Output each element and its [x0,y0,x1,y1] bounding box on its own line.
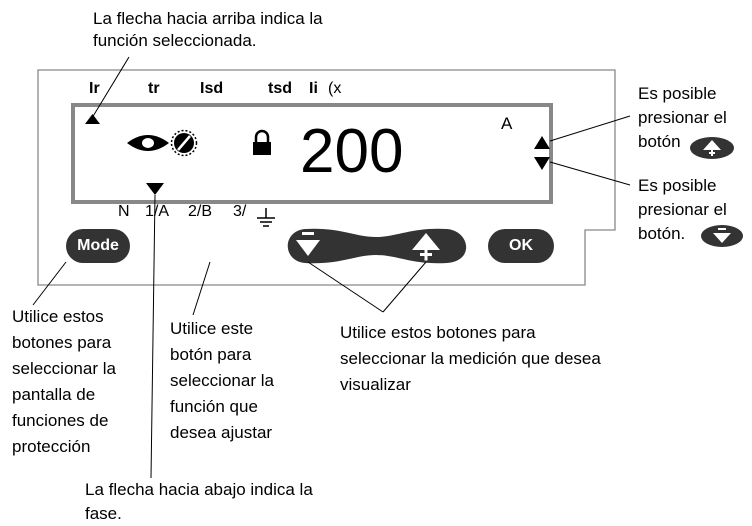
right-up-note: Es posible presionar el botón [638,82,727,154]
mode-button-note: Utilice estos botones para seleccionar l… [12,304,116,460]
note-line: seleccionar la [170,371,274,390]
right-arrow-icon [195,235,216,257]
phase-label-2b: 2/B [188,203,213,220]
note-line: seleccionar la [12,359,116,378]
phase-label-n: N [118,203,130,220]
display-up-triangle [534,136,550,149]
mode-button-label: Mode [77,237,119,254]
eye-icon [127,135,169,151]
note-line: botón. [638,224,686,243]
note-line: seleccionar la medición que desea [340,349,601,368]
note-line: botones para [12,333,112,352]
note-line: Utilice estos [12,307,104,326]
function-label-ii: Ii [309,80,318,97]
up-arrow-indicator [85,114,100,124]
updown-buttons-note: Utilice estos botones para seleccionar l… [340,320,601,398]
phase-label-1a: 1/A [145,203,170,220]
note-line: pantalla de [12,385,96,404]
down-minus-icon [296,232,320,256]
top-arrow-note: La flecha hacia arriba indica la función… [93,8,323,52]
dial-icon [170,129,198,157]
note-line: La flecha hacia abajo indica la [85,480,313,499]
display-down-triangle [534,157,550,170]
ok-button-label: OK [509,237,533,254]
function-label-ir: Ir [89,80,100,97]
phase-label-3: 3/ [233,203,247,220]
ground-icon [257,208,275,227]
mode-button[interactable]: Mode [66,229,130,263]
note-line: función que [170,397,258,416]
note-line: botón [638,132,681,151]
note-line: Utilice estos botones para [340,323,536,342]
note-line: presionar el [638,108,727,127]
display-unit: A [501,114,513,133]
note-line: La flecha hacia arriba indica la [93,9,323,28]
note-line: fase. [85,504,122,523]
note-line: Es posible [638,84,717,103]
note-line: presionar el [638,200,727,219]
display-frame [71,103,553,204]
note-line: protección [12,437,91,456]
note-line: función seleccionada. [93,31,257,50]
note-line: visualizar [340,375,411,394]
up-plus-icon [412,233,440,261]
ok-button[interactable]: OK [488,229,554,263]
next-button-note: Utilice este botón para seleccionar la f… [170,316,274,446]
updown-buttons[interactable] [287,229,465,263]
next-button[interactable] [170,229,242,263]
down-arrow-indicator [146,183,164,195]
display-reading: 200 [300,117,404,186]
inline-down-button-icon [701,225,743,247]
right-down-note: Es posible presionar el botón. [638,174,727,246]
function-label-isd: Isd [200,80,224,97]
inline-up-button-icon [690,137,734,159]
note-line: funciones de [12,411,109,430]
note-line: desea ajustar [170,423,273,442]
function-label-tsd: tsd [268,80,292,97]
leader-lines [32,56,631,479]
device-outer-frame [37,69,616,286]
function-label-tr: tr [148,80,160,97]
note-line: Es posible [638,176,717,195]
note-line: Utilice este [170,319,254,338]
note-line: botón para [170,345,252,364]
lock-icon [253,129,271,155]
bottom-arrow-note: La flecha hacia abajo indica la fase. [85,478,313,526]
function-label-tail: (x [328,80,342,97]
